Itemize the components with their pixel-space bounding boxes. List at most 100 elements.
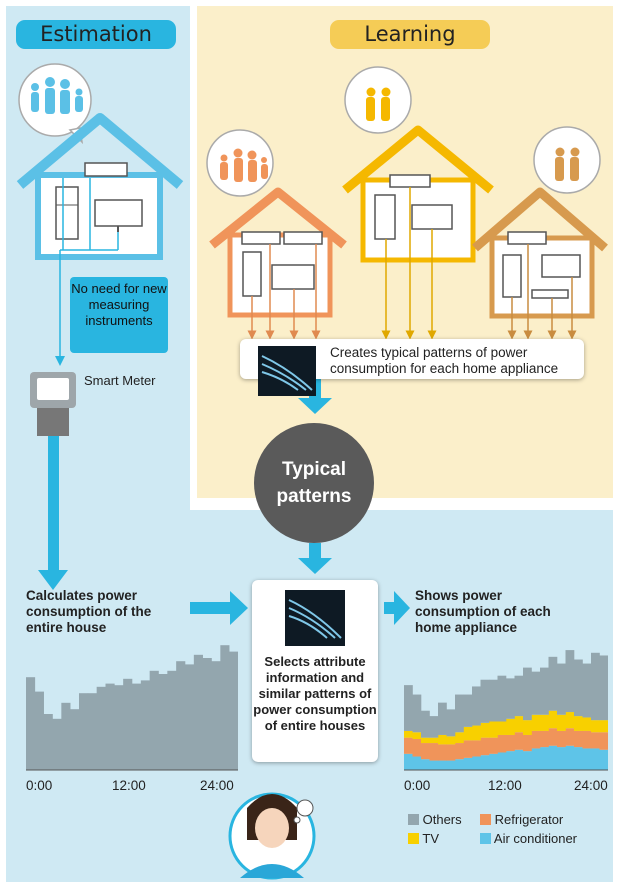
bar-0 [26,677,36,770]
bar-others-13 [514,675,524,717]
bar-refrigerator-5 [446,744,456,761]
bar-17 [176,661,186,770]
bar-others-22 [591,652,600,721]
bar-air-conditioner-10 [489,753,498,770]
selects-box: Selects attribute information and simila… [252,580,378,762]
bar-tv-6 [455,732,464,744]
bar-air-conditioner-17 [548,745,558,770]
tv-icon [94,199,143,227]
bar-air-conditioner-11 [497,752,507,770]
bar-11 [123,678,133,770]
bar-others-15 [531,671,541,715]
bar-others-7 [463,694,473,727]
selects-text: Selects attribute information and simila… [253,654,377,733]
bar-refrigerator-21 [582,730,592,749]
bar-air-conditioner-5 [446,760,456,770]
bar-refrigerator-4 [438,744,447,761]
bar-7 [87,693,97,770]
bar-air-conditioner-7 [463,757,473,770]
bar-tv-0 [404,730,413,738]
bar-refrigerator-10 [489,737,498,754]
bar-air-conditioner-1 [412,756,422,770]
bar-14 [149,670,159,770]
bar-tv-18 [557,714,566,731]
bar-tv-10 [489,721,498,738]
learning-patterns-box: Creates typical patterns of power consum… [240,339,584,396]
learning-house-brown [472,126,608,340]
bar-others-20 [574,659,583,717]
bar-tv-8 [472,725,481,741]
legend-air-conditioner-label: Air conditioner [493,831,578,846]
bar-21 [211,661,221,770]
bar-5 [70,709,80,770]
bar-tv-12 [506,718,515,735]
bar-refrigerator-14 [523,734,532,752]
bar-air-conditioner-3 [429,760,439,770]
bar-tv-21 [582,717,592,731]
family-icon-yellow [366,87,391,121]
bar-16 [167,670,177,770]
bar-others-10 [489,679,498,722]
bar-others-0 [404,685,413,731]
bar-air-conditioner-12 [506,751,515,770]
bar-air-conditioner-16 [540,747,549,770]
learning-house-yellow [342,66,494,340]
ai-logo-icon [258,346,316,396]
bar-air-conditioner-4 [438,760,447,770]
legend-tv-label: TV [422,831,440,846]
bar-others-19 [565,650,575,713]
bar-20 [202,658,212,770]
bar-others-3 [429,716,439,738]
bar-tv-17 [548,710,558,729]
family-icon-orange [220,148,268,182]
bar-tv-11 [497,721,507,735]
legend-air-conditioner: Air conditioner [480,831,600,846]
left-xtick-1: 12:00 [112,778,146,793]
bar-refrigerator-23 [599,732,608,750]
legend-refrigerator: Refrigerator [480,812,580,827]
bar-tv-2 [421,737,430,744]
bar-refrigerator-12 [506,734,515,752]
chart-entire-house [26,645,238,771]
bar-10 [114,685,124,770]
bar-refrigerator-6 [455,743,464,760]
learning-house-orange [206,129,347,340]
bar-refrigerator-18 [557,730,566,748]
bar-9 [105,683,115,770]
bar-tv-1 [412,732,422,740]
bar-air-conditioner-19 [565,745,575,770]
bar-2 [43,714,53,770]
estimation-house [16,63,184,366]
bar-refrigerator-3 [429,743,439,761]
bar-others-17 [548,656,558,711]
bar-tv-15 [531,714,541,731]
bar-tv-4 [438,734,447,745]
right-xtick-1: 12:00 [488,778,522,793]
family-icon [31,77,83,114]
bar-tv-19 [565,712,575,729]
left-xtick-0: 0:00 [26,778,53,793]
right-xtick-0: 0:00 [404,778,431,793]
bar-air-conditioner-2 [421,759,430,770]
bar-others-11 [497,675,507,722]
ai-logo-icon-2 [285,590,345,646]
legend-others-label: Others [422,812,462,827]
thought-bubble-icon [296,799,314,817]
bar-tv-16 [540,714,549,731]
bar-air-conditioner-0 [404,753,413,770]
bar-tv-7 [463,726,473,741]
bar-air-conditioner-14 [523,751,532,770]
bar-12 [132,683,142,770]
air-conditioner-icon [84,162,128,177]
bar-6 [79,693,89,770]
bar-others-18 [557,663,566,715]
bar-others-6 [455,694,464,733]
estimation-label: Estimation [16,20,176,49]
no-new-instruments-callout: No need for new measuring instruments [70,277,168,353]
bar-refrigerator-0 [404,737,413,754]
bar-refrigerator-7 [463,740,473,758]
bar-others-21 [582,663,592,718]
bar-air-conditioner-22 [591,748,600,770]
legend-others: Others [408,812,488,827]
